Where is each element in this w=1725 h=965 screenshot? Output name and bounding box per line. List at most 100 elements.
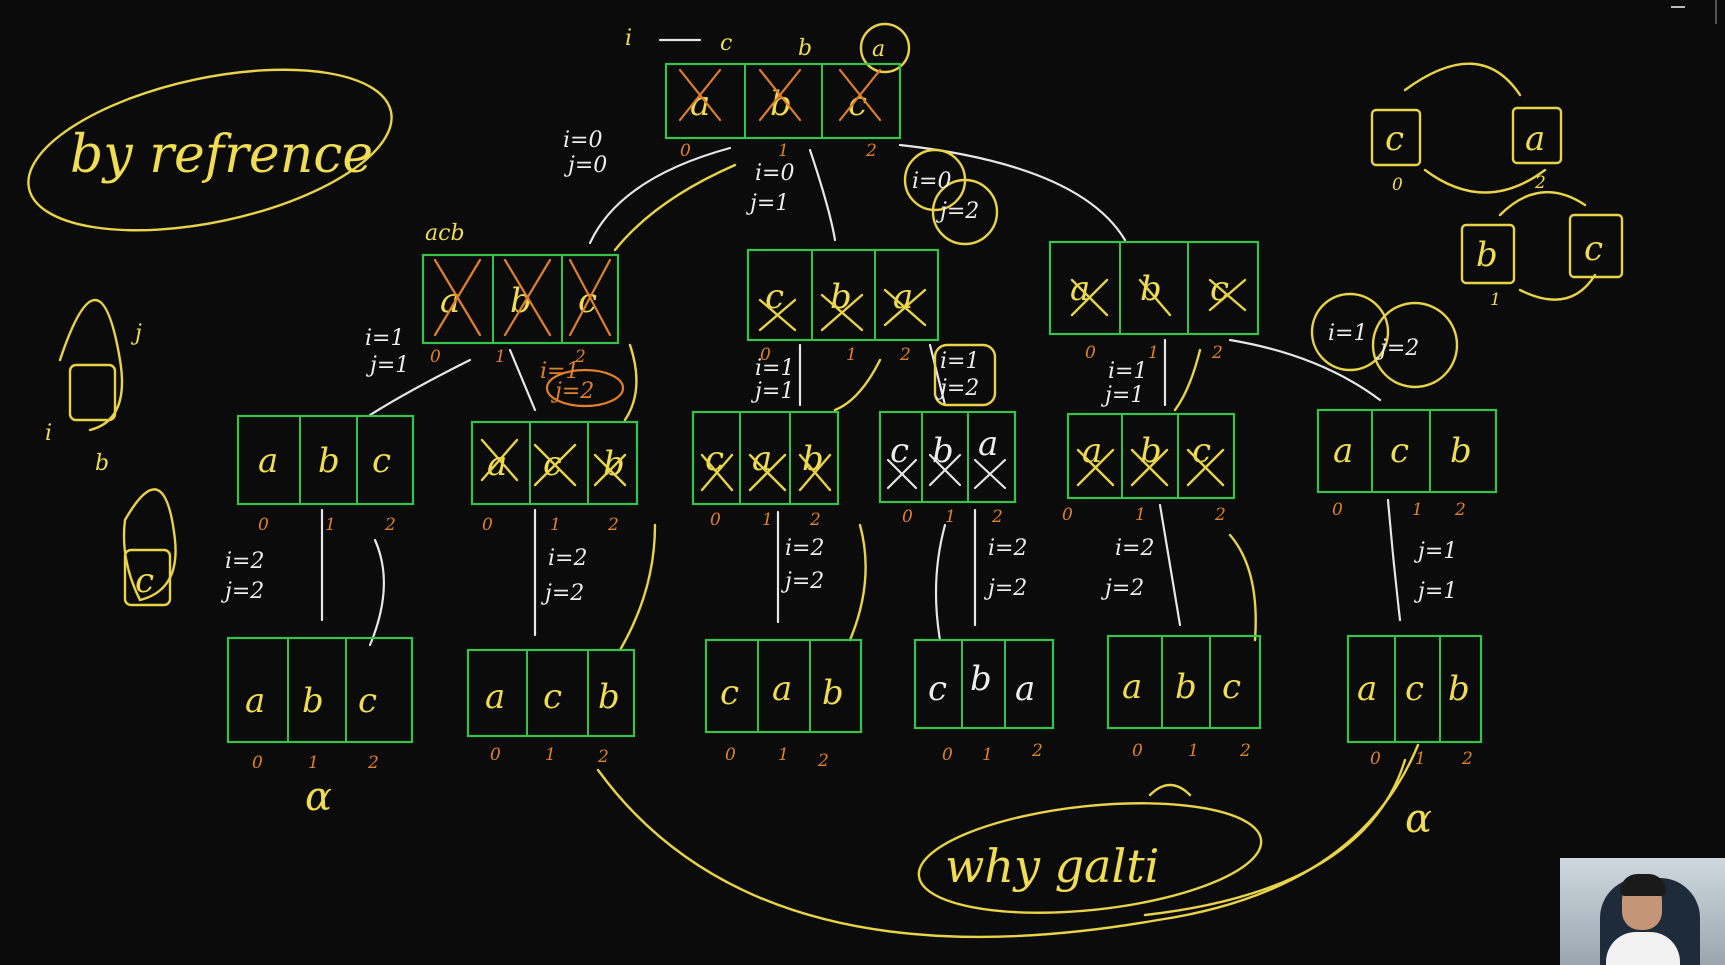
l2-note-j-0: j=1: [365, 353, 409, 378]
root-cell-0: a: [690, 84, 710, 124]
l2-2-idx-0: 0: [710, 510, 721, 530]
l3-4-idx-0: 0: [1132, 741, 1143, 761]
presenter-shirt: [1606, 932, 1680, 965]
l2-3-idx-2: 2: [991, 507, 1003, 527]
l3-4-idx-1: 1: [1188, 741, 1199, 761]
l1-2-idx-2: 2: [1211, 343, 1223, 363]
level2-box-4: a b c 0 1 2: [1062, 412, 1236, 525]
l3-3-idx-0: 0: [942, 745, 953, 765]
level3-box-5: a c b 0 1 2: [1346, 634, 1483, 769]
l3-2-idx-0: 0: [725, 745, 736, 765]
l2-note-i-4: i=1: [1108, 359, 1147, 384]
l3-note-j-1: j=2: [540, 581, 584, 606]
l2-note-i-0: i=1: [365, 326, 404, 351]
alpha-mark-left: α: [305, 774, 332, 820]
l3-note-i-0: i=2: [225, 549, 264, 574]
l2-3-cell-0: c: [890, 431, 909, 471]
l3-1-cell-1: c: [543, 677, 562, 717]
l3-note-j-5: j=1: [1413, 579, 1457, 604]
level2-box-1: a c b 0 1 2: [470, 420, 639, 535]
l3-5-cell-0: a: [1357, 669, 1377, 709]
l3-3-idx-2: 2: [1031, 741, 1043, 761]
by-reference-note: by refrence: [27, 68, 393, 232]
l2-4-idx-1: 1: [1135, 505, 1146, 525]
l1-0-idx-0: 0: [430, 347, 441, 367]
l3-1-idx-2: 2: [597, 747, 609, 767]
l2-3-idx-0: 0: [902, 507, 913, 527]
l3-note-j-4: j=2: [1100, 576, 1144, 601]
l2-note-i-5: i=1: [1328, 321, 1367, 346]
l1-note-j-0: j=0: [563, 153, 607, 178]
l1-note-i-0: i=0: [563, 128, 602, 153]
l2-5-cell-0: a: [1333, 431, 1353, 471]
right-top-idx-0: 0: [1392, 175, 1403, 195]
l2-1-idx-0: 0: [482, 515, 493, 535]
l1-0-cell-0: a: [440, 281, 460, 321]
l3-1-cell-2: b: [598, 677, 620, 717]
top-i-label: i: [625, 26, 632, 51]
l2-3-cell-2: a: [978, 424, 998, 464]
l1-note-j-2: j=2: [935, 199, 979, 224]
l3-0-idx-2: 2: [367, 753, 379, 773]
l3-4-cell-2: c: [1222, 667, 1241, 707]
right-top-a: a: [1525, 119, 1545, 159]
alpha-mark-right: α: [1405, 796, 1432, 842]
l1-2-idx-1: 1: [1148, 343, 1159, 363]
level2-box-0: a b c 0 1 2: [236, 414, 415, 535]
l2-0-cell-1: b: [318, 441, 340, 481]
l3-note-i-3: i=2: [988, 536, 1027, 561]
by-reference-text: by refrence: [70, 125, 373, 185]
window-edge: [1715, 0, 1725, 24]
l2-note-j-5: j=2: [1375, 336, 1419, 361]
l3-note-j-3: j=2: [983, 576, 1027, 601]
minimize-icon[interactable]: [1671, 6, 1685, 8]
left-label-c: c: [135, 561, 154, 601]
l2-5-cell-1: c: [1390, 431, 1409, 471]
level3-box-1: a c b 0 1 2: [466, 648, 636, 767]
root-cell-2: c: [848, 84, 867, 124]
top-letter-c: c: [720, 31, 732, 56]
l3-2-idx-2: 2: [817, 751, 829, 771]
l3-note-i-5: j=1: [1413, 539, 1457, 564]
level1-box-1: c b a 0 1 2: [746, 248, 940, 365]
l3-4-cell-1: b: [1175, 667, 1197, 707]
duplicates-arc: [596, 743, 1420, 939]
l3-5-cell-1: c: [1405, 669, 1424, 709]
root-idx-2: 2: [865, 141, 877, 161]
l2-3-idx-1: 1: [945, 507, 956, 527]
l2-4-cell-0: a: [1082, 431, 1102, 471]
l2-note-i-3: i=1: [940, 349, 979, 374]
l2-note-j-3: j=2: [935, 376, 979, 401]
left-label-j: j: [130, 321, 142, 346]
l2-2-cell-0: c: [705, 439, 724, 479]
level1-box-0: a b c 0 1 2: [421, 253, 620, 367]
l3-4-idx-2: 2: [1239, 741, 1251, 761]
l3-0-idx-0: 0: [252, 753, 263, 773]
l1-0-idx-1: 1: [495, 347, 506, 367]
l2-5-cell-2: b: [1450, 431, 1472, 471]
left-label-i: i: [45, 421, 52, 446]
l1-0-cell-1: b: [510, 281, 532, 321]
right-top-idx-2: 2: [1534, 173, 1546, 193]
l1-note-j-1: j=1: [745, 191, 789, 216]
l2-2-cell-2: b: [802, 439, 824, 479]
why-galti-note: why galti: [917, 783, 1263, 914]
l1-top-label-0: acb: [425, 221, 465, 246]
l3-3-idx-1: 1: [982, 745, 993, 765]
l1-0-idx-2: 2: [574, 347, 586, 367]
l3-1-idx-0: 0: [490, 745, 501, 765]
top-letter-b: b: [798, 36, 812, 61]
l1-1-idx-0: 0: [760, 345, 771, 365]
l3-0-cell-1: b: [302, 681, 324, 721]
l2-5-idx-0: 0: [1332, 500, 1343, 520]
l3-3-cell-2: a: [1015, 669, 1035, 709]
l3-5-cell-2: b: [1448, 669, 1470, 709]
l2-0-idx-2: 2: [384, 515, 396, 535]
l2-0-idx-1: 1: [325, 515, 336, 535]
l2-note-i-2: i=1: [755, 356, 794, 381]
l2-4-cell-2: c: [1192, 431, 1211, 471]
right-bottom-b: b: [1476, 235, 1498, 275]
level2-box-5: a c b 0 1 2: [1316, 408, 1498, 520]
l1-1-cell-2: a: [893, 277, 913, 317]
l3-0-cell-0: a: [245, 681, 265, 721]
